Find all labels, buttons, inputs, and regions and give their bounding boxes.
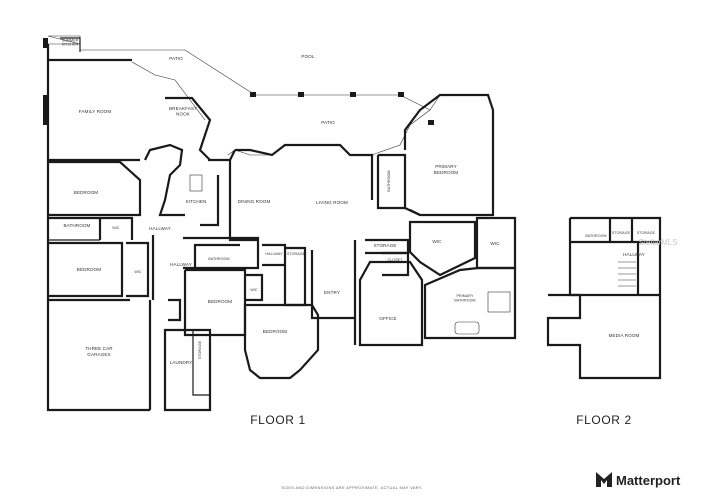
breakfast-nook-label: BREAKFAST [169, 106, 197, 111]
floor-1-title: FLOOR 1 [250, 413, 306, 427]
living-room-label: LIVING ROOM [316, 200, 348, 205]
bedroom-mid-label: BEDROOM [208, 299, 233, 304]
bedroom-left-top-label: BEDROOM [74, 190, 99, 195]
bathroom-vertical-label: BATHROOM [387, 170, 391, 191]
summer-kitchen-label: SUMMER [62, 39, 79, 43]
kitchen-label: KITCHEN [186, 199, 207, 204]
storage-small-label: STORAGE [287, 252, 306, 256]
wic-left-bottom-label: WIC [134, 270, 142, 274]
f2-storage-a-label: STORAGE [612, 231, 631, 235]
watermark: StellarMLS [638, 238, 677, 247]
wic-primary-a-label: WIC [432, 239, 442, 244]
floor-1-plan [43, 35, 517, 412]
disclaimer-text: SIZES AND DIMENSIONS ARE APPROXIMATE, AC… [281, 485, 422, 490]
bathroom-mid-label: BATHROOM [208, 257, 229, 261]
laundry-label: LAUNDRY [170, 360, 193, 365]
storage-laundry-label: STORAGE [198, 340, 202, 359]
bathroom-left-label: BATHROOM [63, 223, 90, 228]
wic-primary-b-label: WIC [490, 241, 500, 246]
hallway-mid-label: HALLWAY [170, 262, 192, 267]
primary-bedroom-label: PRIMARY [435, 164, 457, 169]
primary-bedroom-label-2: BEDROOM [434, 170, 459, 175]
bedroom-round-label: BEDROOM [263, 329, 288, 334]
patio-upper-label: PATIO [169, 56, 183, 61]
closet-label: CLOSET [388, 258, 404, 262]
floor-2-plan [546, 216, 662, 380]
hallway-left-label: HALLWAY [149, 226, 171, 231]
wic-mid-label: WIC [250, 288, 258, 292]
f2-storage-b-label: STORAGE [637, 231, 656, 235]
entry-label: ENTRY [324, 290, 340, 295]
primary-bathroom-label-2: BATHROOM [454, 299, 475, 303]
garage-label-2: GARAGES [87, 352, 110, 357]
f2-bathroom-label: BATHROOM [585, 234, 606, 238]
office-label: OFFICE [379, 316, 396, 321]
media-room-label: MEDIA ROOM [609, 333, 640, 338]
summer-kitchen-label-2: KITCHEN [62, 43, 79, 47]
primary-bathroom-label: PRIMARY [456, 294, 474, 298]
pool-label: POOL [301, 54, 315, 59]
f2-hallway-label: HALLWAY [623, 252, 645, 257]
family-room-label: FAMILY ROOM [79, 109, 112, 114]
dining-room-label: DINING ROOM [238, 199, 271, 204]
matterport-logo-icon [596, 472, 612, 487]
brand-name: Matterport [616, 473, 681, 488]
patio-main-label: PATIO [321, 120, 335, 125]
storage-center-label: STORAGE [373, 243, 396, 248]
hallway-small-label: HALLWAY [265, 252, 283, 256]
bedroom-left-bottom-label: BEDROOM [77, 267, 102, 272]
breakfast-nook-label-2: NOOK [176, 112, 191, 117]
wic-left-label: WIC [112, 226, 120, 230]
garage-label: THREE CAR [85, 346, 113, 351]
floor-2-title: FLOOR 2 [576, 413, 632, 427]
